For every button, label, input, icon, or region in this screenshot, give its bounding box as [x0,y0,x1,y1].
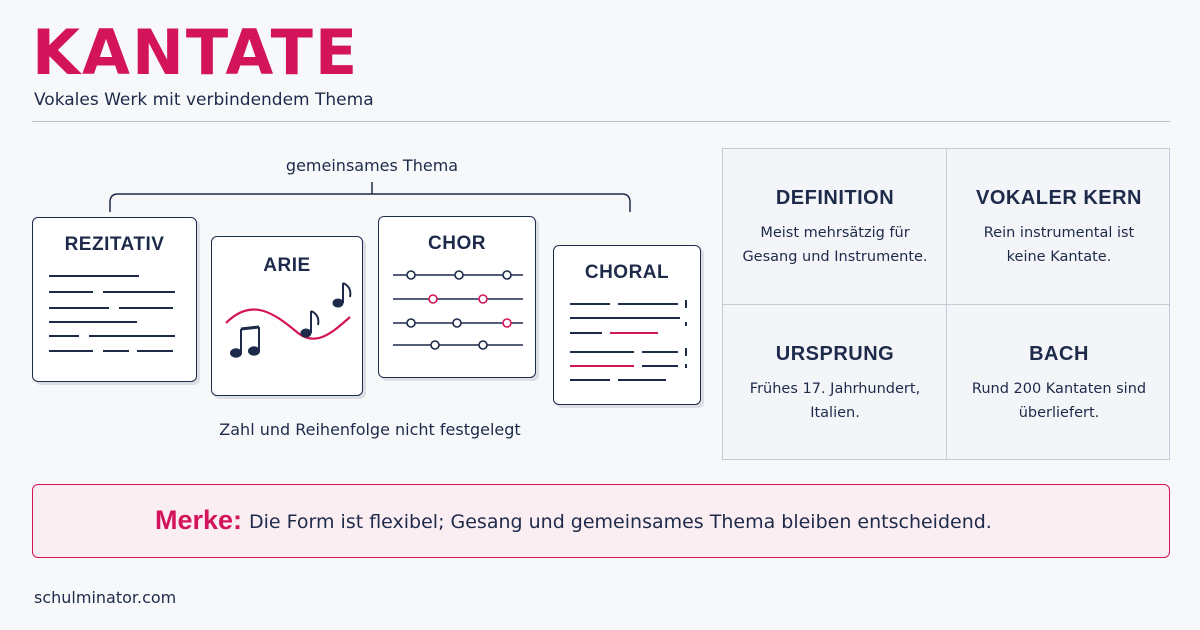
melody-icon [225,282,352,358]
fact-bach: BACH Rund 200 Kantaten sind überliefert. [947,305,1171,461]
fact-heading: URSPRUNG [775,343,895,365]
page-subtitle: Vokales Werk mit verbindendem Thema [34,90,374,110]
text-lines-icon [49,275,175,352]
fact-text: Rund 200 Kantaten sind überliefert. [971,381,1147,421]
note-text: Die Form ist flexibel; Gesang und gemein… [249,511,992,533]
card-chor: CHOR [378,216,536,378]
card-choral: CHORAL [553,245,701,405]
voice-lines-icon [393,270,523,350]
diagram-caption: Zahl und Reihenfolge nicht festgelegt [219,420,521,439]
grid-divider-horizontal [723,304,1169,305]
fact-text: Frühes 17. Jahrhundert, Italien. [749,381,921,421]
page-title: KANTATE [32,16,360,89]
card-title: CHOR [428,233,486,254]
fact-text: Rein instrumental ist keine Kantate. [983,225,1135,265]
theme-label: gemeinsames Thema [285,156,459,175]
card-arie: ARIE [211,236,363,396]
card-title: ARIE [263,255,311,276]
hymn-lines-icon [570,300,687,381]
card-rezitativ: REZITATIV [32,217,197,382]
fact-heading: DEFINITION [775,187,895,209]
footer-source: schulminator.com [34,588,177,607]
fact-text: Meist mehrsätzig für Gesang und Instrume… [742,225,928,265]
note-box: Merke: Die Form ist flexibel; Gesang und… [32,484,1170,558]
card-title: CHORAL [584,262,670,283]
note-label: Merke: [155,505,243,535]
fact-heading: VOKALER KERN [975,187,1142,209]
card-title: REZITATIV [64,234,165,255]
fact-heading: BACH [1029,343,1089,365]
facts-grid: DEFINITION Meist mehrsätzig für Gesang u… [722,148,1170,460]
header-divider [32,121,1170,122]
theme-bracket [109,182,631,212]
fact-definition: DEFINITION Meist mehrsätzig für Gesang u… [723,149,947,305]
fact-ursprung: URSPRUNG Frühes 17. Jahrhundert, Italien… [723,305,947,461]
fact-vokaler-kern: VOKALER KERN Rein instrumental ist keine… [947,149,1171,305]
